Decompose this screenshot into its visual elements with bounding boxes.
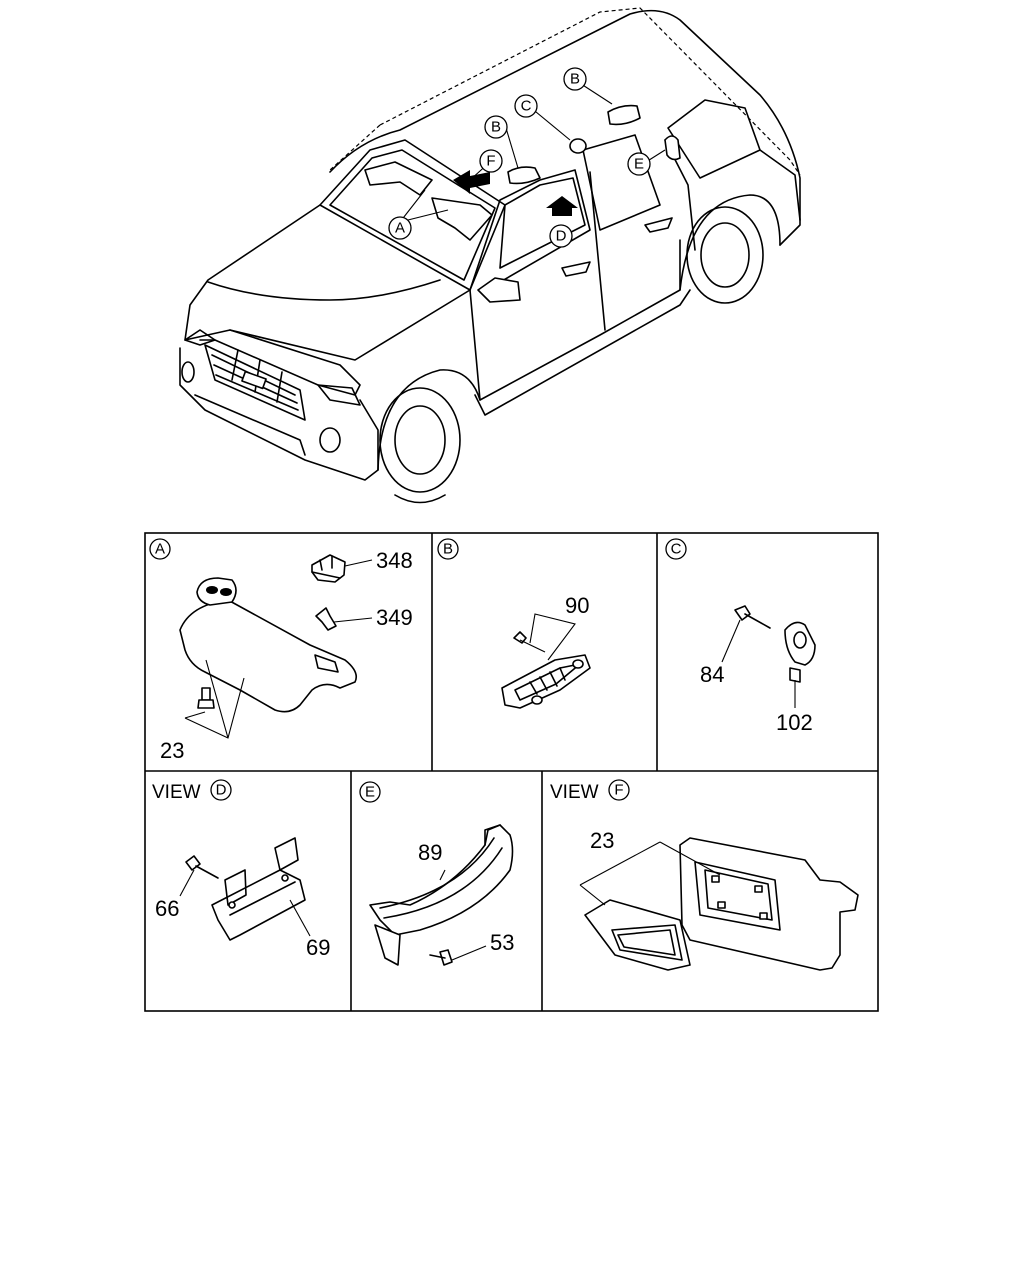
panel-d-view-label: VIEW [152, 782, 201, 803]
clip-349-part [315, 607, 337, 631]
callout-c: C [514, 94, 538, 118]
callout-d: D [549, 224, 573, 248]
part-number-69: 69 [306, 935, 330, 960]
part-number-89: 89 [418, 840, 442, 865]
roof-handle-bracket-part [501, 654, 591, 709]
panel-e-marker: E [359, 781, 381, 803]
svg-text:D: D [216, 782, 227, 799]
svg-text:B: B [491, 119, 501, 136]
part-number-90: 90 [565, 593, 589, 618]
panel-a-marker: A [149, 538, 171, 560]
panel-f: VIEW F 23 [550, 779, 859, 971]
callout-e: E [627, 152, 651, 176]
panel-b-marker: B [437, 538, 459, 560]
detail-grid [144, 532, 879, 1012]
part-number-84: 84 [700, 662, 724, 687]
callout-a: A [388, 216, 412, 240]
panel-c-marker: C [665, 538, 687, 560]
callout-f: F [479, 149, 503, 173]
part-number-349: 349 [376, 605, 413, 630]
callout-b-left: B [484, 115, 508, 139]
panel-b: B 90 [437, 538, 591, 709]
svg-text:C: C [671, 541, 682, 558]
callout-b-right: B [563, 67, 587, 91]
svg-text:E: E [365, 784, 375, 801]
svg-text:E: E [634, 156, 644, 173]
panel-a: A 348 349 23 [149, 538, 413, 763]
panel-e: E 89 53 [359, 781, 514, 966]
vehicle-illustration [179, 7, 801, 504]
svg-text:C: C [521, 98, 532, 115]
sun-visor-part [179, 599, 358, 713]
part-number-66: 66 [155, 896, 179, 921]
panel-d-marker: D [210, 779, 232, 801]
svg-text:D: D [556, 228, 567, 245]
panel-d: VIEW D 66 69 [152, 779, 330, 960]
part-number-23: 23 [160, 738, 184, 763]
part-number-348: 348 [376, 548, 413, 573]
panel-c: C 84 102 [665, 538, 816, 735]
part-number-102: 102 [776, 710, 813, 735]
svg-text:B: B [443, 541, 453, 558]
bracket-part [211, 869, 306, 941]
sun-visor-back-part [679, 837, 859, 971]
svg-text:A: A [155, 541, 165, 558]
vehicle-callouts: A B C B E F D [388, 67, 651, 248]
svg-text:F: F [486, 153, 495, 170]
screw-part [197, 687, 215, 709]
part-number-53: 53 [490, 930, 514, 955]
svg-text:F: F [614, 782, 623, 799]
svg-text:A: A [395, 220, 405, 237]
svg-text:B: B [570, 71, 580, 88]
part-number-23-view-f: 23 [590, 828, 614, 853]
panel-f-marker: F [608, 779, 630, 801]
panel-f-view-label: VIEW [550, 782, 599, 803]
